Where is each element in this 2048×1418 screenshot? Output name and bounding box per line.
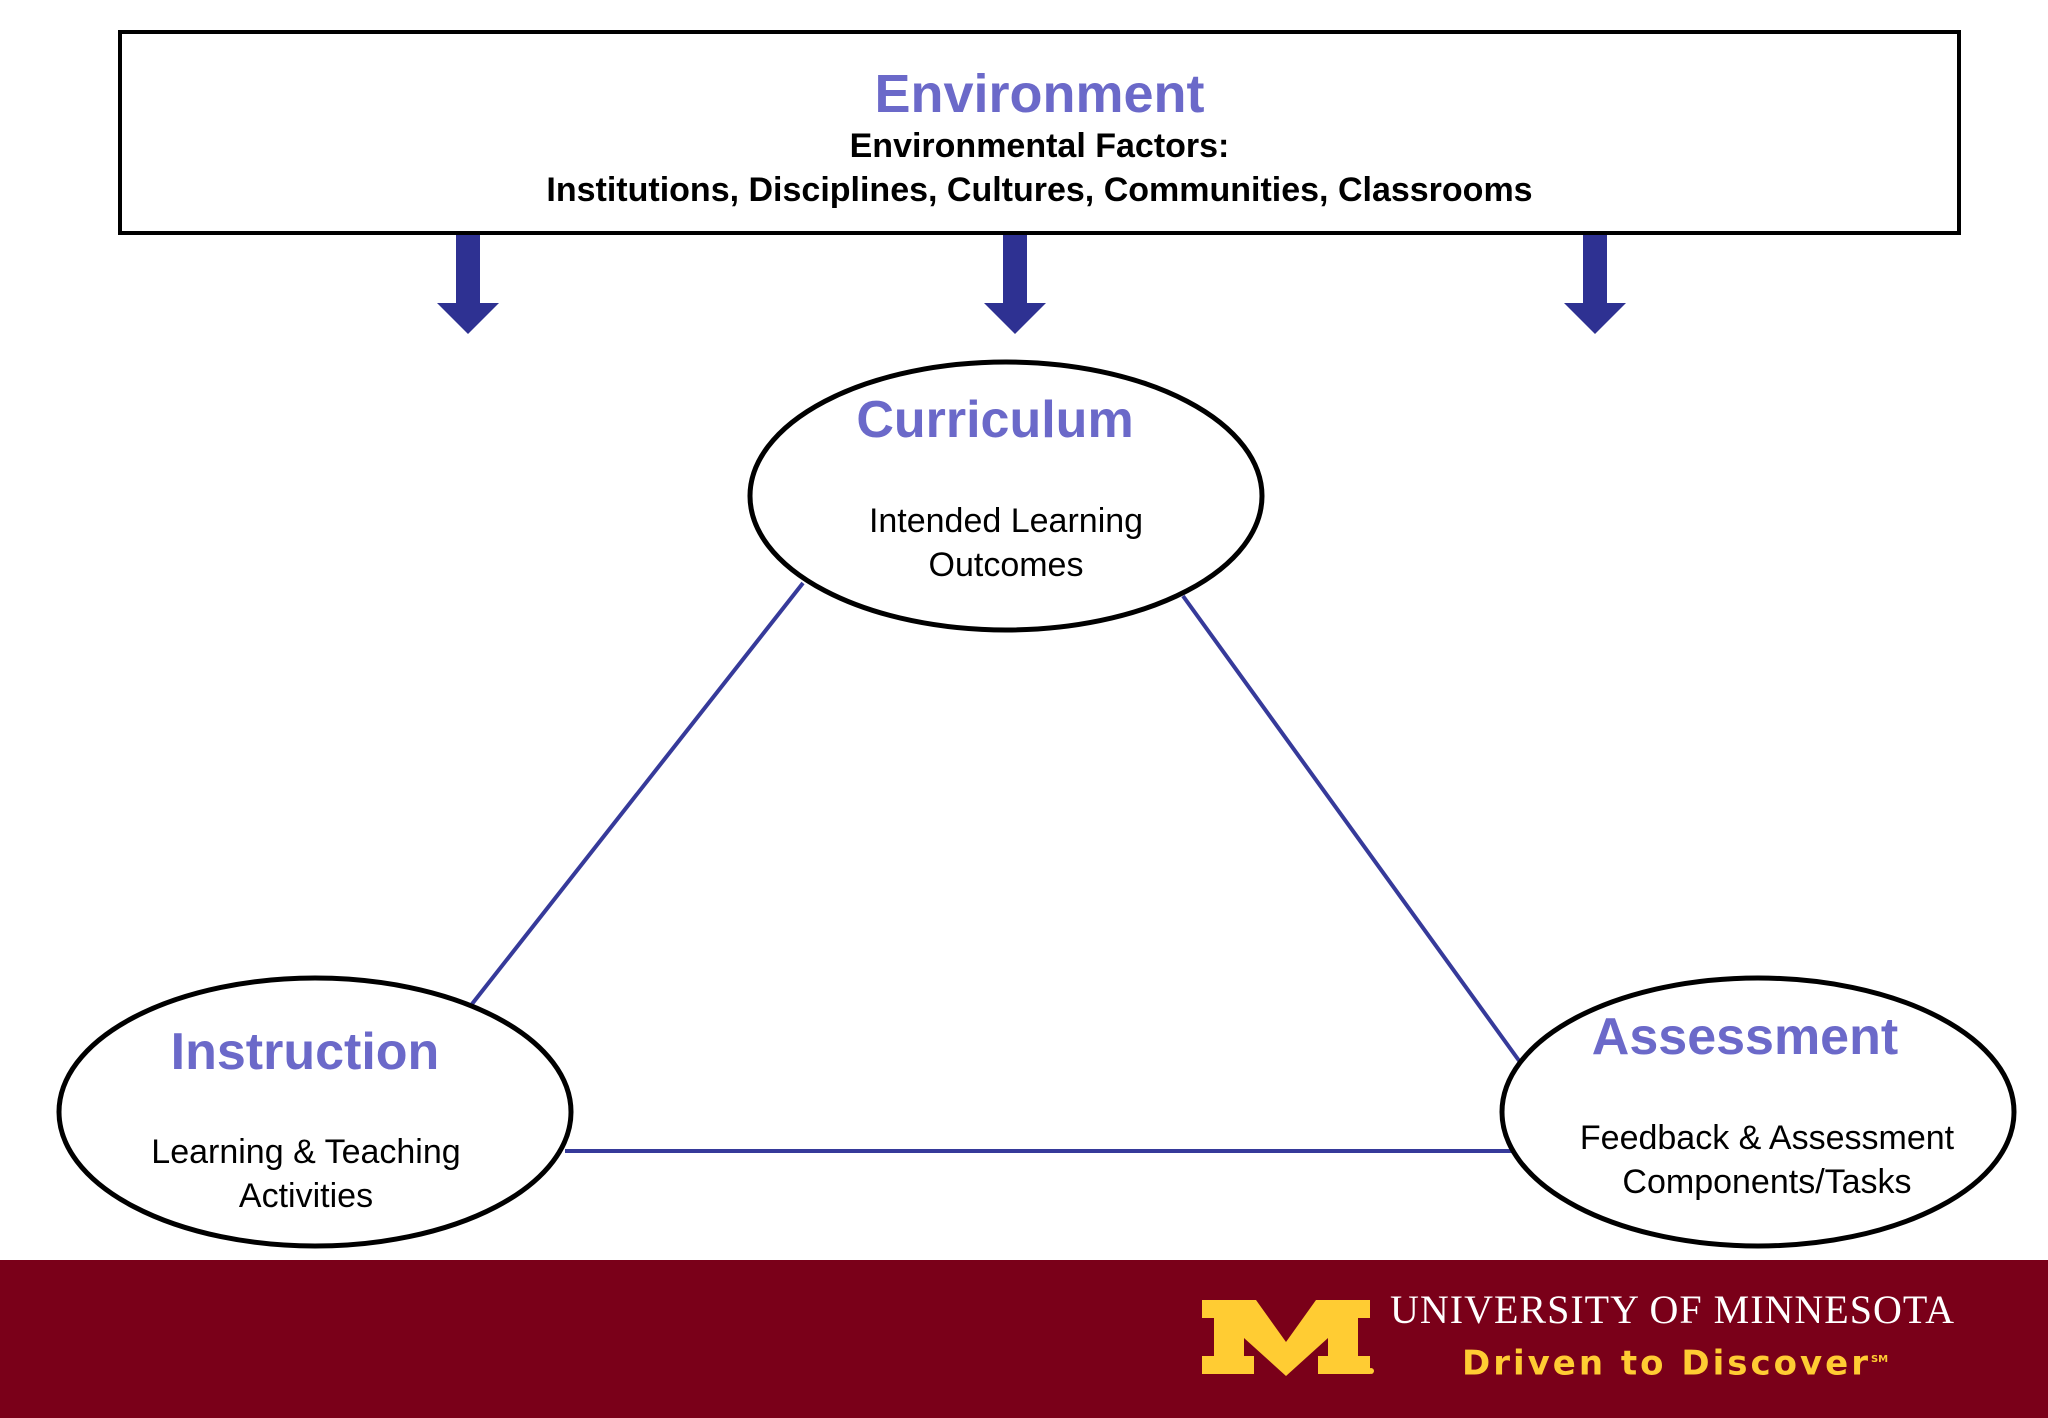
curriculum-ellipse [747, 359, 1265, 633]
arrow-down-icon [437, 235, 499, 334]
block-m-logo [1202, 1300, 1374, 1376]
arrow-down-icon [1564, 235, 1626, 334]
assessment-title: Assessment [1591, 1008, 1899, 1066]
assessment-text-line1: Feedback & Assessment [1579, 1119, 1955, 1157]
environment-subtitle: Environmental Factors: [849, 127, 1230, 165]
assessment-ellipse [1499, 975, 2017, 1249]
instruction-title: Instruction [170, 1023, 440, 1081]
connector-curriculum-assessment [1181, 594, 1522, 1064]
service-mark: SM [1870, 1354, 1889, 1365]
connector-curriculum-instruction [470, 581, 805, 1006]
tagline: Driven to DiscoverSM [1462, 1335, 2022, 1388]
curriculum-text-line1: Intended Learning [868, 502, 1144, 540]
instruction-text-line2: Activities [238, 1177, 374, 1215]
curriculum-title: Curriculum [856, 391, 1134, 449]
instruction-ellipse [56, 975, 574, 1249]
arrow-down-icon [984, 235, 1046, 334]
instruction-text-line1: Learning & Teaching [151, 1133, 461, 1171]
environment-title: Environment [874, 64, 1205, 124]
environment-factors: Institutions, Disciplines, Cultures, Com… [546, 171, 1533, 209]
tagline-text: Driven to Discover [1462, 1343, 1871, 1384]
footer-bar [0, 1260, 2048, 1418]
university-name: UNIVERSITY OF MINNESOTA [1390, 1287, 1955, 1332]
curriculum-text-line2: Outcomes [928, 546, 1084, 584]
assessment-text-line2: Components/Tasks [1622, 1163, 1912, 1201]
environment-box: Environment Environmental Factors: Insti… [118, 30, 1961, 235]
